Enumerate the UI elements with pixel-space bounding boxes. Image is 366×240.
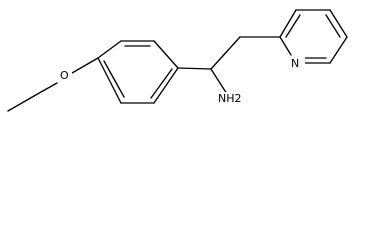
oxygen-label-background xyxy=(58,68,72,83)
bond-ch-nh2 xyxy=(210,68,228,95)
bond-aryl-ch xyxy=(177,67,212,70)
benzene-bond-3 xyxy=(153,40,179,69)
benzene-ring xyxy=(97,40,179,104)
pyridine-ring xyxy=(279,9,348,64)
bond-ethyl-ch2-o xyxy=(33,82,58,97)
pyridine-bond-6 xyxy=(279,36,292,56)
pyridine-bond-4 xyxy=(329,36,348,64)
pyridine-double-bond-right xyxy=(325,14,341,38)
benzene-double-bond-right xyxy=(150,68,173,99)
amine-label: NH2 xyxy=(218,92,242,105)
benzene-double-bond-left xyxy=(103,60,125,98)
bond-ethyl-ch3-ch2 xyxy=(7,95,35,112)
pyridine-bond-1 xyxy=(279,9,297,38)
pyridine-nitrogen-label: N xyxy=(291,57,299,70)
benzene-bond-4 xyxy=(153,67,179,104)
bond-ch-ch2 xyxy=(210,36,241,70)
pyridine-bond-3 xyxy=(329,9,348,38)
pyridine-nitrogen-label-background xyxy=(289,57,305,71)
ethoxy-group xyxy=(7,57,99,112)
benzene-bond-1 xyxy=(97,40,122,59)
atom-labels: O NH2 N xyxy=(58,57,305,106)
side-chain xyxy=(177,36,281,95)
pyridine-double-bond-top-left xyxy=(285,14,301,38)
benzene-bond-6 xyxy=(97,57,122,104)
amine-label-background xyxy=(217,92,241,106)
bond-o-aryl xyxy=(71,57,99,74)
chemical-structure-diagram: O NH2 N xyxy=(7,9,348,112)
oxygen-label: O xyxy=(60,69,69,82)
